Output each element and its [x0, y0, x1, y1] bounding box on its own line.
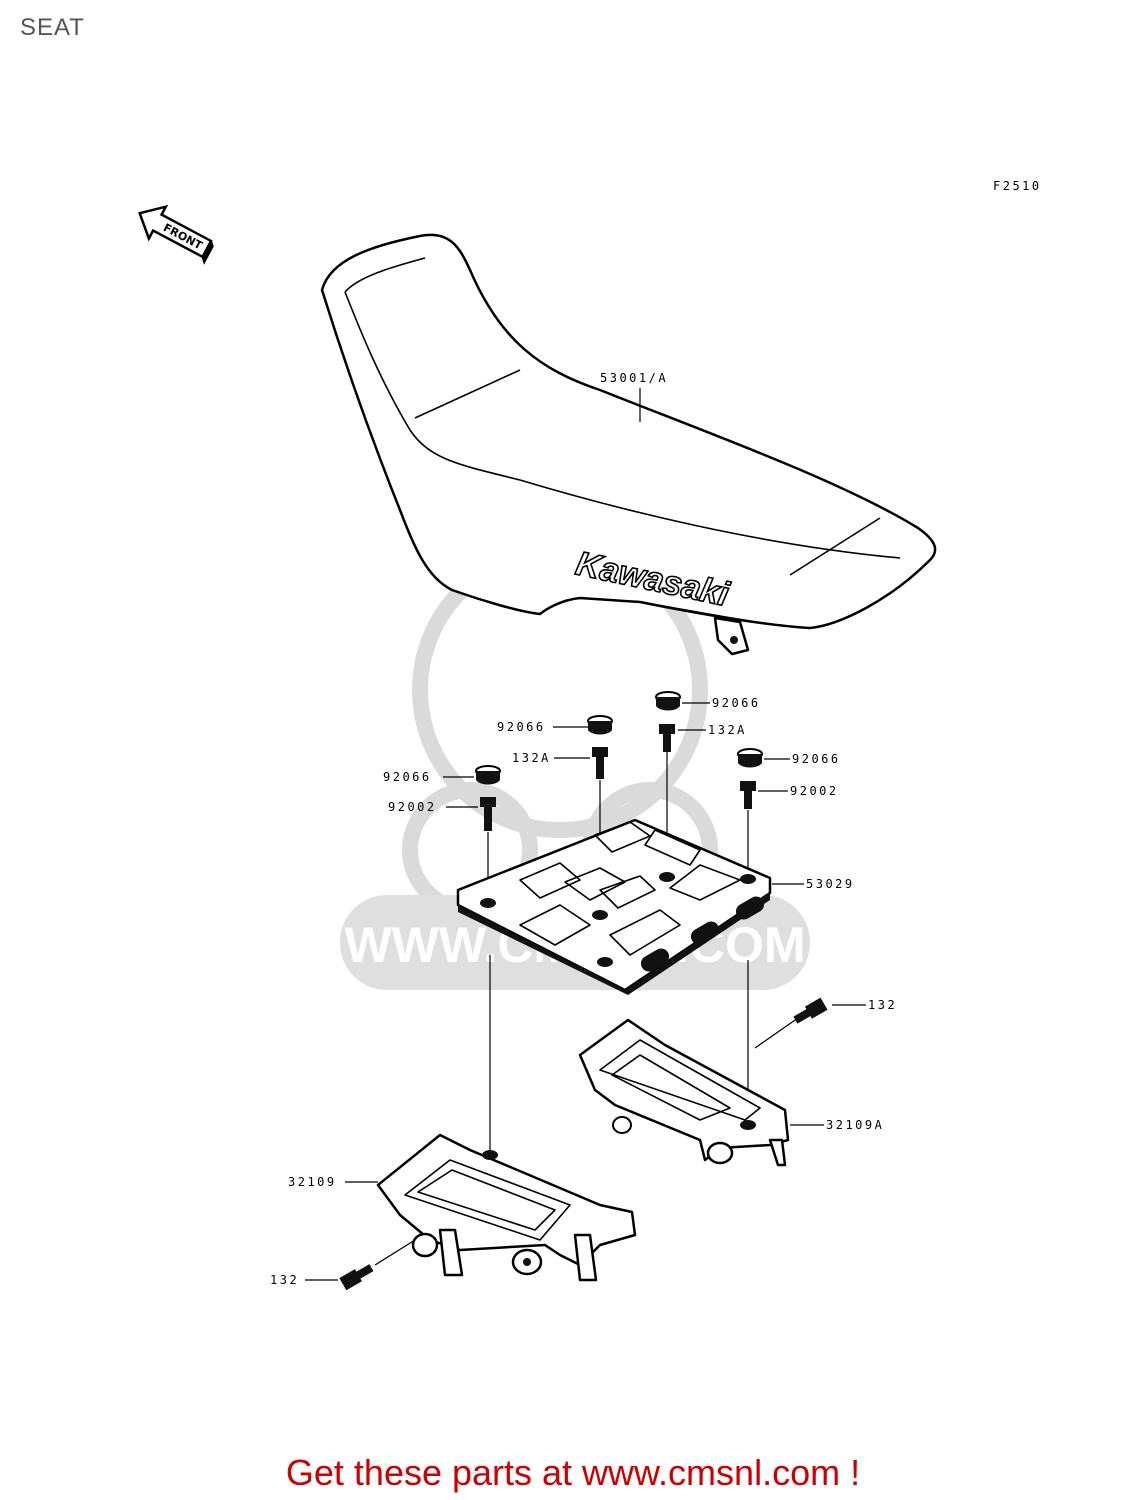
- bolt-132-right: [793, 997, 828, 1024]
- bracket-right: [578, 1018, 790, 1167]
- bracket-left: [376, 1133, 637, 1282]
- callout-92066-right: 92066: [792, 752, 841, 766]
- bolt-132-left: [339, 1264, 374, 1291]
- callout-53001a: 53001/A: [600, 371, 668, 385]
- callout-92066-top: 92066: [712, 696, 761, 710]
- callout-132a-right: 132A: [708, 723, 747, 737]
- callout-92066-left: 92066: [383, 770, 432, 784]
- callout-92002-right: 92002: [790, 784, 839, 798]
- cap-92066-mid: [587, 715, 613, 735]
- callout-32109a: 32109A: [826, 1118, 884, 1132]
- page-title: SEAT: [20, 14, 85, 41]
- callout-132-left: 132: [270, 1273, 299, 1287]
- callout-92002-left: 92002: [388, 800, 437, 814]
- front-arrow-icon: FRONT: [138, 204, 214, 265]
- callout-53029: 53029: [806, 877, 855, 891]
- callout-132-right: 132: [868, 998, 897, 1012]
- figure-code: F2510: [993, 179, 1042, 193]
- bolt-132a-right: [659, 724, 675, 752]
- bolt-92002-right: [740, 781, 756, 809]
- callout-92066-mid: 92066: [497, 720, 546, 734]
- bolt-132a-left: [592, 747, 608, 779]
- callout-132a-left: 132A: [512, 751, 551, 765]
- cap-92066-right: [737, 748, 763, 768]
- footer-promo-link[interactable]: Get these parts at www.cmsnl.com !: [285, 1452, 861, 1493]
- cap-92066-left: [475, 765, 501, 785]
- seat: Kawasaki: [320, 233, 937, 656]
- callout-32109: 32109: [288, 1175, 337, 1189]
- cap-92066-top: [655, 691, 681, 711]
- bolt-92002-left: [480, 797, 496, 831]
- base-plate: [456, 818, 772, 995]
